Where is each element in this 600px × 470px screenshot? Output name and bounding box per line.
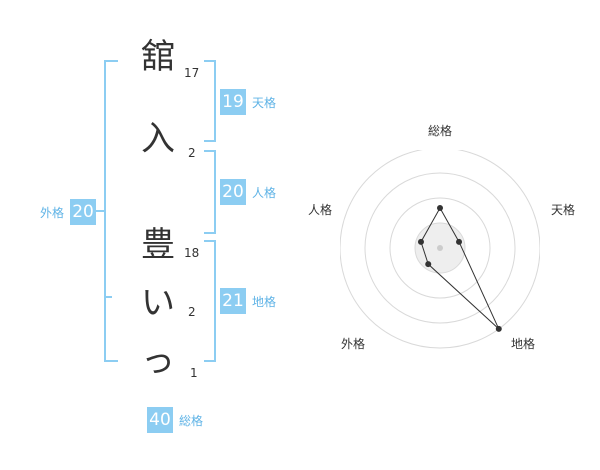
jinkaku-badge: 20 人格 bbox=[220, 179, 276, 205]
soukaku-value: 40 bbox=[147, 407, 173, 433]
chikaku-bracket bbox=[204, 240, 216, 362]
radar-point-5 bbox=[417, 238, 424, 245]
radar-series-line bbox=[420, 206, 500, 330]
radar-label-gaikaku: 外格 bbox=[341, 337, 366, 351]
tenkaku-label: 天格 bbox=[252, 95, 277, 110]
gaikaku-bracket bbox=[104, 60, 118, 362]
radar-ring bbox=[364, 172, 516, 324]
radar-point-1 bbox=[437, 205, 443, 211]
name-char-3: 豊 bbox=[141, 225, 175, 265]
gaikaku-label: 外格 bbox=[40, 205, 65, 220]
soukaku-badge: 40 総格 bbox=[147, 407, 203, 433]
gaikaku-bracket-tick bbox=[104, 296, 112, 298]
name-char-1: 舘 bbox=[141, 37, 175, 77]
radar-label-tenkaku: 天格 bbox=[551, 203, 576, 217]
radar-point-4 bbox=[425, 261, 432, 268]
name-char-5: っ bbox=[141, 341, 175, 381]
gaikaku-value: 20 bbox=[70, 199, 97, 225]
radar-center-point bbox=[437, 245, 443, 251]
radar-point-2 bbox=[456, 238, 463, 245]
gaikaku-badge: 外格 20 bbox=[40, 199, 97, 225]
radar-label-chikaku: 地格 bbox=[511, 337, 536, 351]
radar-chart bbox=[340, 150, 540, 349]
radar-ring bbox=[340, 150, 540, 349]
name-char-4: い bbox=[141, 283, 175, 323]
radar-ring bbox=[414, 222, 466, 274]
tenkaku-badge: 19 天格 bbox=[220, 89, 276, 115]
radar-label-jinkaku: 人格 bbox=[308, 203, 333, 217]
chikaku-value: 21 bbox=[220, 288, 246, 314]
radar-ring bbox=[389, 197, 491, 299]
stroke-count-2: 2 bbox=[188, 146, 196, 160]
gaikaku-bracket-stub bbox=[96, 210, 104, 212]
stroke-count-1: 17 bbox=[184, 66, 200, 80]
name-char-2: 入 bbox=[141, 119, 175, 159]
jinkaku-value: 20 bbox=[220, 179, 246, 205]
stroke-count-3: 18 bbox=[184, 246, 200, 260]
tenkaku-value: 19 bbox=[220, 89, 246, 115]
stroke-count-5: 1 bbox=[190, 366, 198, 380]
jinkaku-label: 人格 bbox=[252, 185, 277, 200]
jinkaku-bracket bbox=[204, 150, 216, 234]
chikaku-label: 地格 bbox=[252, 294, 277, 309]
stroke-count-4: 2 bbox=[188, 305, 196, 319]
tenkaku-bracket bbox=[204, 60, 216, 142]
chikaku-badge: 21 地格 bbox=[220, 288, 276, 314]
radar-label-soukaku: 総格 bbox=[428, 124, 453, 138]
soukaku-label: 総格 bbox=[179, 413, 204, 428]
radar-point-3 bbox=[495, 325, 502, 332]
